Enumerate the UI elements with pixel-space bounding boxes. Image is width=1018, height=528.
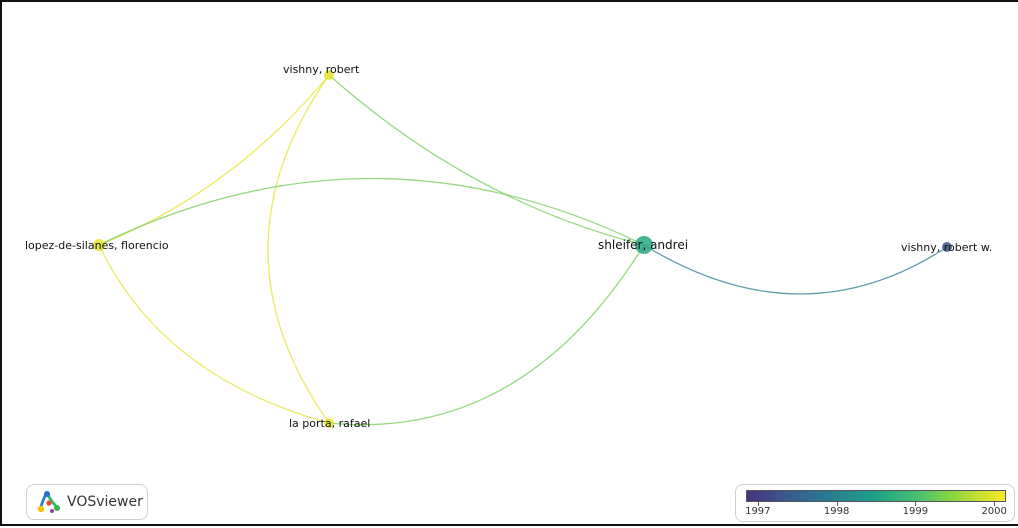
node-vishny-robert-w[interactable] (942, 242, 952, 252)
legend-tick-1997 (757, 502, 759, 506)
link-laporta-shleifer[interactable] (328, 244, 645, 426)
node-label-laporta[interactable]: la porta, rafael (289, 417, 370, 430)
legend-tick-1998 (836, 502, 838, 506)
legend-label-2000: 2000 (981, 506, 1007, 517)
node-label-lopez[interactable]: lopez-de-silanes, florencio (25, 239, 169, 252)
vosviewer-logo-icon (37, 491, 60, 513)
node-laporta[interactable] (324, 418, 334, 428)
link-vishny_robert-laporta[interactable] (267, 74, 330, 424)
node-lopez[interactable] (93, 239, 105, 251)
legend-tick-2000 (994, 502, 996, 506)
labels-layer: vishny, robert lopez-de-silanes, florenci… (25, 63, 992, 430)
links-layer (98, 74, 948, 426)
logo-text: VOSviewer (67, 494, 143, 510)
link-vishny_robert-lopez[interactable] (98, 74, 330, 246)
legend-label-1997: 1997 (745, 506, 771, 517)
node-label-vishny-robert[interactable]: vishny, robert (283, 63, 360, 76)
legend-label-1998: 1998 (823, 506, 850, 517)
year-color-legend: 1997 1998 1999 2000 (735, 484, 1015, 522)
nodes-layer (93, 70, 952, 428)
link-shleifer-vishny_robert_w[interactable] (643, 244, 948, 295)
node-shleifer[interactable] (635, 236, 653, 254)
legend-tick-1999 (915, 502, 917, 506)
link-lopez-shleifer[interactable] (98, 177, 645, 246)
node-label-shleifer[interactable]: shleifer, andrei (598, 238, 688, 252)
node-label-vishny-robert-w[interactable]: vishny, robert w. (901, 241, 992, 254)
link-vishny_robert-shleifer[interactable] (328, 74, 645, 246)
node-vishny-robert[interactable] (324, 70, 334, 80)
legend-label-1999: 1999 (902, 506, 929, 517)
legend-color-bar (746, 490, 1006, 502)
link-lopez-laporta[interactable] (98, 244, 330, 424)
vosviewer-logo-badge[interactable]: VOSviewer (26, 484, 148, 520)
